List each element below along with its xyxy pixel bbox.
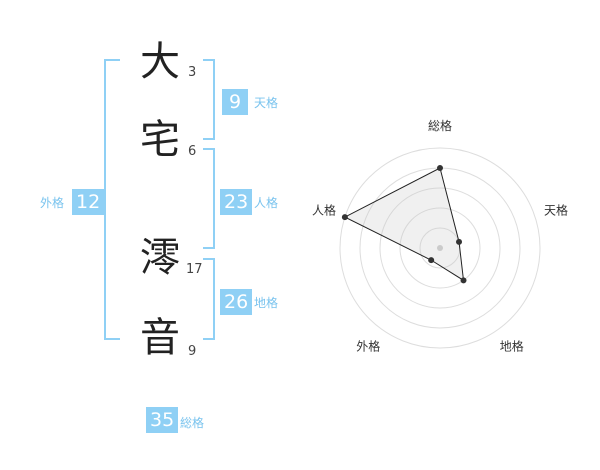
tenkaku-value: 9 [222,89,248,115]
gaikaku-bracket [104,59,120,340]
radar-axis-label-2: 天格 [544,202,568,217]
name-char-3: 澪 [140,235,180,281]
radar-area [341,165,467,284]
radar-axis-label-4: 外格 [356,339,380,354]
stroke-count-4: 9 [188,344,197,359]
soukaku-label: 総格 [180,416,205,430]
stroke-count-2: 6 [188,144,197,159]
name-char-4: 音 [140,315,180,361]
radar-axis-label-3: 地格 [500,339,524,354]
radar-point-1 [437,165,443,171]
radar-ring [399,207,481,289]
gaikaku-label: 外格 [40,196,65,210]
chikaku-value: 26 [220,289,253,315]
name-char-2: 宅 [140,117,180,163]
name-char-1: 大 [140,39,180,85]
radar-point-3 [460,277,467,284]
chikaku-label: 地格 [254,296,279,310]
radar-grid [339,147,541,349]
radar-point-2 [456,238,463,245]
jinkaku-label: 人格 [254,196,279,210]
radar-point-5 [341,214,348,221]
radar-center-dot [437,245,443,251]
chikaku-bracket [203,258,215,340]
tenkaku-bracket [203,59,215,140]
radar-polygon [343,167,465,282]
jinkaku-value: 23 [220,189,253,215]
stroke-count-1: 3 [188,65,197,80]
stroke-count-3: 17 [186,262,203,277]
radar-ring [339,147,541,349]
radar-axis-label-5: 人格 [312,202,336,217]
radar-axis-label-1: 総格 [428,118,452,133]
radar-point-4 [428,257,435,264]
tenkaku-label: 天格 [254,96,279,110]
soukaku-value: 35 [146,407,179,433]
jinkaku-bracket [203,148,215,249]
gaikaku-value: 12 [72,189,105,215]
radar-ring [379,187,501,309]
